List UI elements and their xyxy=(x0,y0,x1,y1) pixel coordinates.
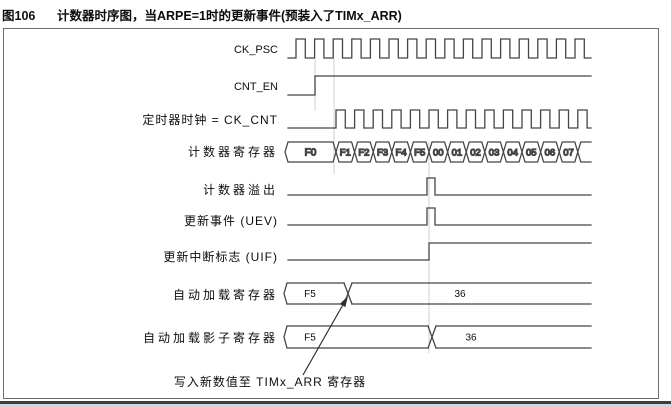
uev-waveform xyxy=(287,207,592,226)
counter-value: F5 xyxy=(414,148,425,159)
counter-bus-segment xyxy=(391,141,412,163)
counter-value: F0 xyxy=(305,148,317,159)
autoreload-value-old: F5 xyxy=(304,289,316,300)
counter-value: 01 xyxy=(452,148,463,159)
bottom-rule xyxy=(0,401,671,404)
counter-bus-segment xyxy=(465,141,486,163)
counter-bus-segment xyxy=(409,141,430,163)
timing-diagram-box: CK_PSC CNT_EN 定时器时钟 = CK_CNT 计数器寄存器 计数器溢… xyxy=(3,28,659,399)
counter-bus-open-tail xyxy=(576,141,592,163)
counter-value: 04 xyxy=(507,148,518,159)
counter-value: 06 xyxy=(545,148,556,159)
signal-label-cnt-en: CNT_EN xyxy=(234,81,278,93)
counter-value: 00 xyxy=(433,148,444,159)
counter-value: 07 xyxy=(563,148,574,159)
signal-label-autoreload: 自动加载寄存器 xyxy=(173,287,278,302)
signal-label-ck-psc: CK_PSC xyxy=(234,44,278,56)
cnt-en-waveform xyxy=(287,75,592,96)
figure-number: 图106 xyxy=(2,9,36,23)
counter-value: 05 xyxy=(526,148,537,159)
signal-label-autoreload-shadow: 自动加载影子寄存器 xyxy=(143,330,278,345)
autoreload-36-box xyxy=(351,282,592,305)
ck-psc-waveform xyxy=(287,38,592,59)
counter-bus-segment xyxy=(484,141,505,163)
counter-value: 03 xyxy=(489,148,500,159)
counter-overflow-waveform xyxy=(287,177,592,196)
annotation-arrowhead xyxy=(339,296,348,308)
counter-value: F2 xyxy=(358,148,369,159)
autoreload-shadow-f5-box xyxy=(283,325,429,349)
signal-label-uev: 更新事件 (UEV) xyxy=(184,213,278,228)
counter-bus-segment xyxy=(558,141,579,163)
autoreload-shadow-36-box xyxy=(435,325,592,349)
counter-bus-segment xyxy=(428,141,449,163)
ck-cnt-waveform xyxy=(287,109,592,129)
annotation-arrow-line xyxy=(302,305,344,376)
autoreload-f5-box xyxy=(283,282,345,305)
bottom-strip xyxy=(0,404,671,407)
counter-bus-segment xyxy=(284,141,337,163)
counter-bus-segment xyxy=(446,141,467,163)
counter-bus-segment xyxy=(539,141,560,163)
counter-value: F3 xyxy=(377,148,388,159)
signal-label-uif: 更新中断标志 (UIF) xyxy=(163,249,278,264)
autoreload-shadow-value-old: F5 xyxy=(304,333,316,344)
counter-bus-segment xyxy=(353,141,374,163)
figure-title-text: 计数器时序图，当ARPE=1时的更新事件(预装入了TIMx_ARR) xyxy=(57,9,402,23)
counter-value: F4 xyxy=(396,148,407,159)
annotation-text: 写入新数值至 TIMx_ARR 寄存器 xyxy=(174,374,366,389)
counter-register-bus: F0 F1 F2 F3 F4 F5 00 01 02 03 04 05 06 07 xyxy=(284,141,579,163)
counter-bus-segment xyxy=(335,141,356,163)
figure-title: 图106 计数器时序图，当ARPE=1时的更新事件(预装入了TIMx_ARR) xyxy=(2,5,402,24)
counter-value: 02 xyxy=(470,148,481,159)
signal-label-counter-register: 计数器寄存器 xyxy=(188,144,278,159)
counter-bus-segment xyxy=(372,141,393,163)
counter-value: F1 xyxy=(340,148,351,159)
uif-waveform xyxy=(287,242,592,261)
signal-label-counter-overflow: 计数器溢出 xyxy=(203,182,278,197)
autoreload-value-new: 36 xyxy=(454,289,466,300)
signal-label-ck-cnt: 定时器时钟 = CK_CNT xyxy=(142,112,278,127)
autoreload-shadow-transition-x xyxy=(427,325,437,349)
timing-diagram-svg: CK_PSC CNT_EN 定时器时钟 = CK_CNT 计数器寄存器 计数器溢… xyxy=(142,38,592,389)
autoreload-shadow-value-new: 36 xyxy=(465,333,477,344)
counter-bus-segment xyxy=(521,141,542,163)
counter-bus-segment xyxy=(502,141,523,163)
